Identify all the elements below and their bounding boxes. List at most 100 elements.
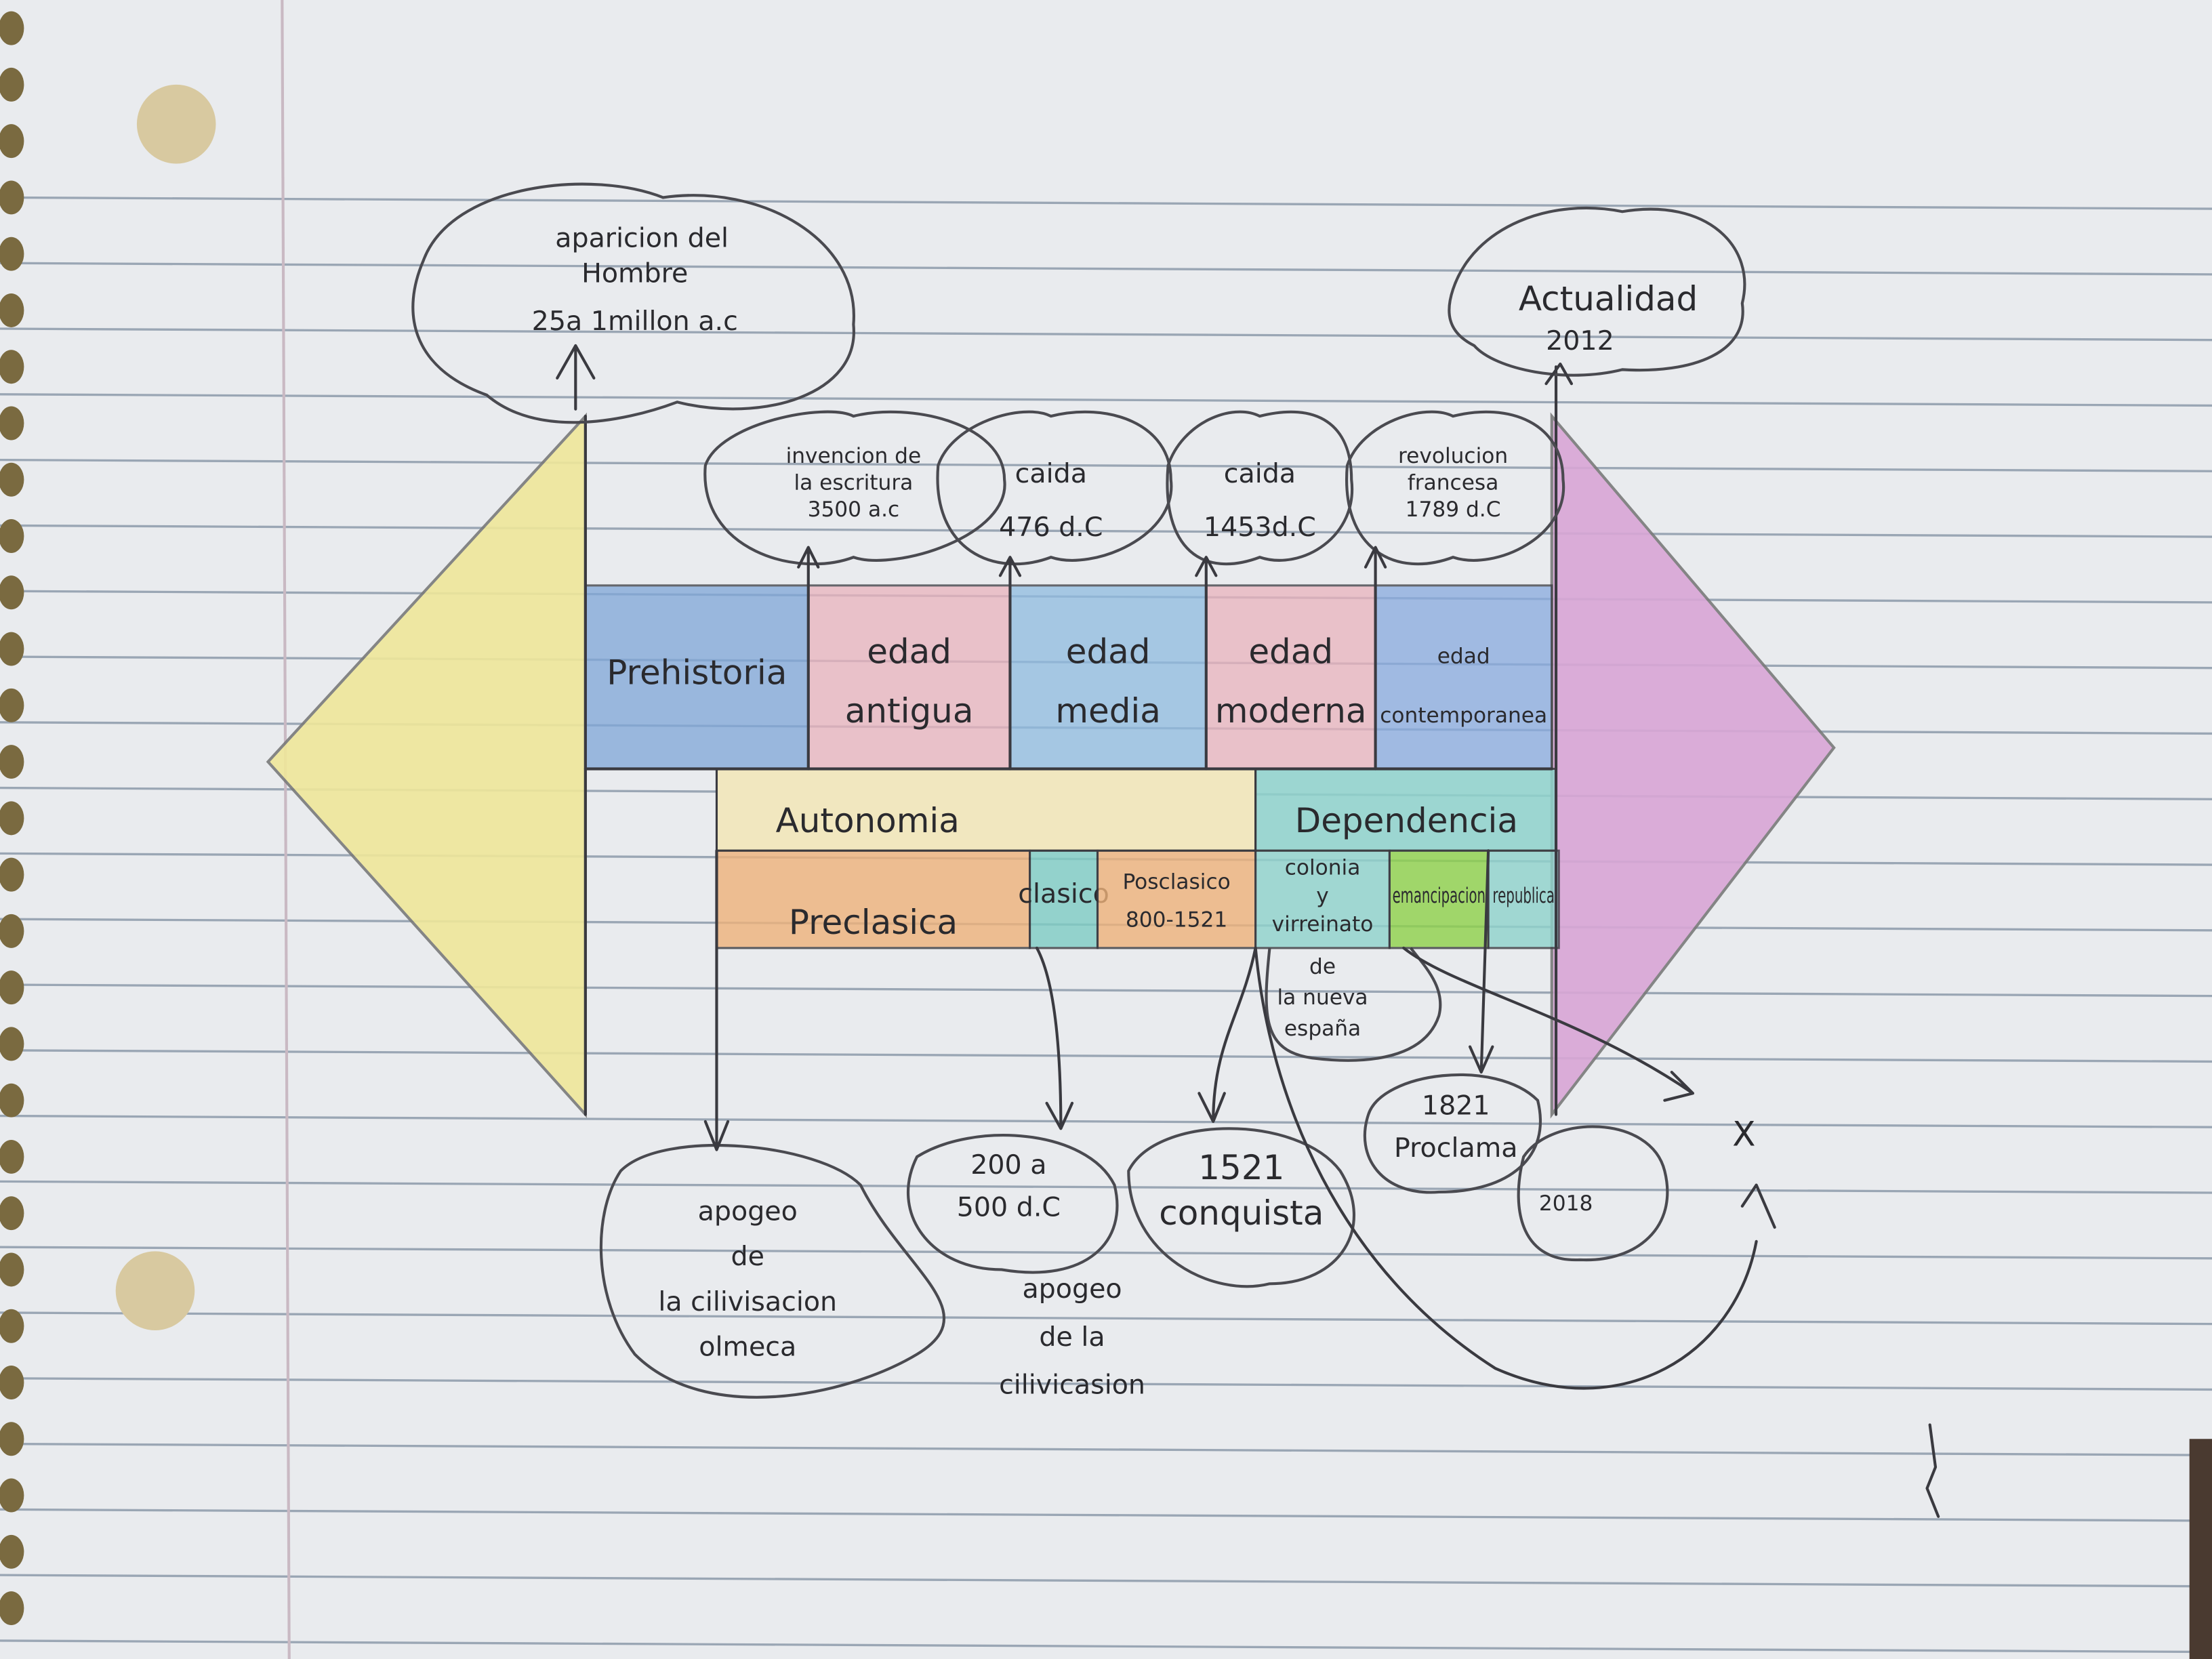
- origin-line: aparicion del: [555, 222, 729, 253]
- age-label: edad: [1248, 632, 1333, 671]
- event-label: 1521: [1198, 1148, 1284, 1187]
- period-label: colonia: [1285, 856, 1361, 880]
- event-cloud: 2018: [1517, 1125, 1669, 1262]
- arrow-up-icon: [797, 546, 820, 771]
- spiral-ring: [0, 1309, 24, 1343]
- milestone-label: la escritura: [794, 470, 913, 495]
- rule-line: [0, 1377, 2212, 1391]
- milestone-cloud: caida 1453d.C: [1166, 410, 1354, 771]
- milestone-label: 3500 a.c: [808, 497, 900, 522]
- event-label: 200 a: [970, 1149, 1046, 1181]
- rule-line: [0, 1246, 2212, 1260]
- spiral-ring: [0, 11, 24, 45]
- milestone-label: 476 d.C: [999, 512, 1103, 543]
- event-label: Proclama: [1394, 1132, 1517, 1164]
- spiral-ring: [0, 237, 24, 271]
- rule-line: [0, 1049, 2212, 1063]
- era-label: Autonomia: [776, 801, 960, 840]
- period-label: republica: [1492, 884, 1555, 908]
- spiral-ring: [0, 519, 24, 553]
- rule-line: [0, 983, 2212, 998]
- age-label: contemporanea: [1380, 703, 1547, 728]
- milestone-label: caida: [1224, 458, 1296, 489]
- event-label: 2018: [1539, 1191, 1593, 1216]
- arrow-up-icon: [556, 344, 596, 411]
- age-cell: edad moderna: [1205, 584, 1377, 771]
- origin-line: Hombre: [581, 258, 688, 289]
- spiral-ring: [0, 180, 24, 215]
- eras-band: Autonomia Dependencia: [715, 767, 1557, 852]
- period-label: emancipacion: [1393, 884, 1486, 908]
- period-label: la nueva: [1277, 985, 1368, 1010]
- arrow-up-icon: [1195, 556, 1218, 771]
- punch-hole: [136, 84, 216, 164]
- period-label: españa: [1284, 1017, 1361, 1041]
- spiral-ring: [0, 124, 24, 159]
- spiral-ring: [0, 914, 24, 948]
- spiral-binding: [0, 11, 24, 1626]
- rule-line: [0, 1180, 2212, 1194]
- event-label: la cilivisacion: [658, 1286, 837, 1317]
- squiggle: [1925, 1423, 1940, 1518]
- spiral-ring: [0, 575, 24, 610]
- period-label: clasico: [1018, 878, 1109, 909]
- milestone-label: 1453d.C: [1204, 512, 1316, 543]
- rule-line: [0, 1311, 2212, 1326]
- rule-line: [0, 524, 2212, 538]
- present-line: 2012: [1546, 325, 1614, 356]
- spiral-ring: [0, 970, 24, 1005]
- event-label: cilivicasion: [999, 1370, 1145, 1401]
- age-label: moderna: [1215, 691, 1367, 731]
- period-label: Preclasica: [789, 903, 958, 942]
- rule-line: [0, 1442, 2212, 1456]
- rule-line: [0, 327, 2212, 342]
- period-cell: clasico: [1018, 849, 1109, 949]
- spiral-ring: [0, 1534, 24, 1569]
- connectors: [703, 849, 1776, 1390]
- arrow-up-icon: [998, 556, 1022, 771]
- event-label: de la: [1039, 1322, 1105, 1353]
- era-dependencia: Dependencia: [1254, 767, 1557, 852]
- margin-line: [281, 0, 291, 1659]
- spiral-ring: [0, 1252, 24, 1287]
- period-label: de: [1309, 954, 1336, 979]
- era-label: Dependencia: [1295, 801, 1518, 840]
- milestone-label: francesa: [1408, 470, 1499, 495]
- spiral-ring: [0, 350, 24, 384]
- spiral-ring: [0, 1196, 24, 1231]
- spiral-ring: [0, 632, 24, 666]
- event-label: apogeo: [698, 1196, 798, 1227]
- origin-line: 25a 1millon a.c: [532, 306, 738, 337]
- arrow-up-icon: [1544, 362, 1574, 386]
- spiral-ring: [0, 67, 24, 102]
- spiral-ring: [0, 1478, 24, 1513]
- milestone-label: invencion de: [786, 444, 922, 468]
- age-label: edad: [1066, 632, 1151, 671]
- spiral-ring: [0, 293, 24, 327]
- present-line: Actualidad: [1519, 279, 1698, 319]
- rule-line: [0, 196, 2212, 210]
- spiral-ring: [0, 1139, 24, 1174]
- dark-background-edge: [2189, 1439, 2212, 1659]
- period-cell: republica: [1487, 849, 1560, 949]
- event-label: 1821: [1422, 1090, 1490, 1121]
- origin-cloud: aparicion del Hombre 25a 1millon a.c: [411, 182, 855, 424]
- spiral-ring: [0, 462, 24, 497]
- spiral-ring: [0, 1366, 24, 1399]
- spiral-ring: [0, 688, 24, 722]
- period-cell: Preclasica: [715, 849, 1031, 949]
- event-label: conquista: [1159, 1193, 1324, 1233]
- spiral-ring: [0, 1027, 24, 1061]
- rule-line: [0, 393, 2212, 407]
- arrow-up-icon: [1364, 546, 1387, 771]
- ages-band: Prehistoriaedadantiguaedadmediaedadmoder…: [584, 584, 1553, 771]
